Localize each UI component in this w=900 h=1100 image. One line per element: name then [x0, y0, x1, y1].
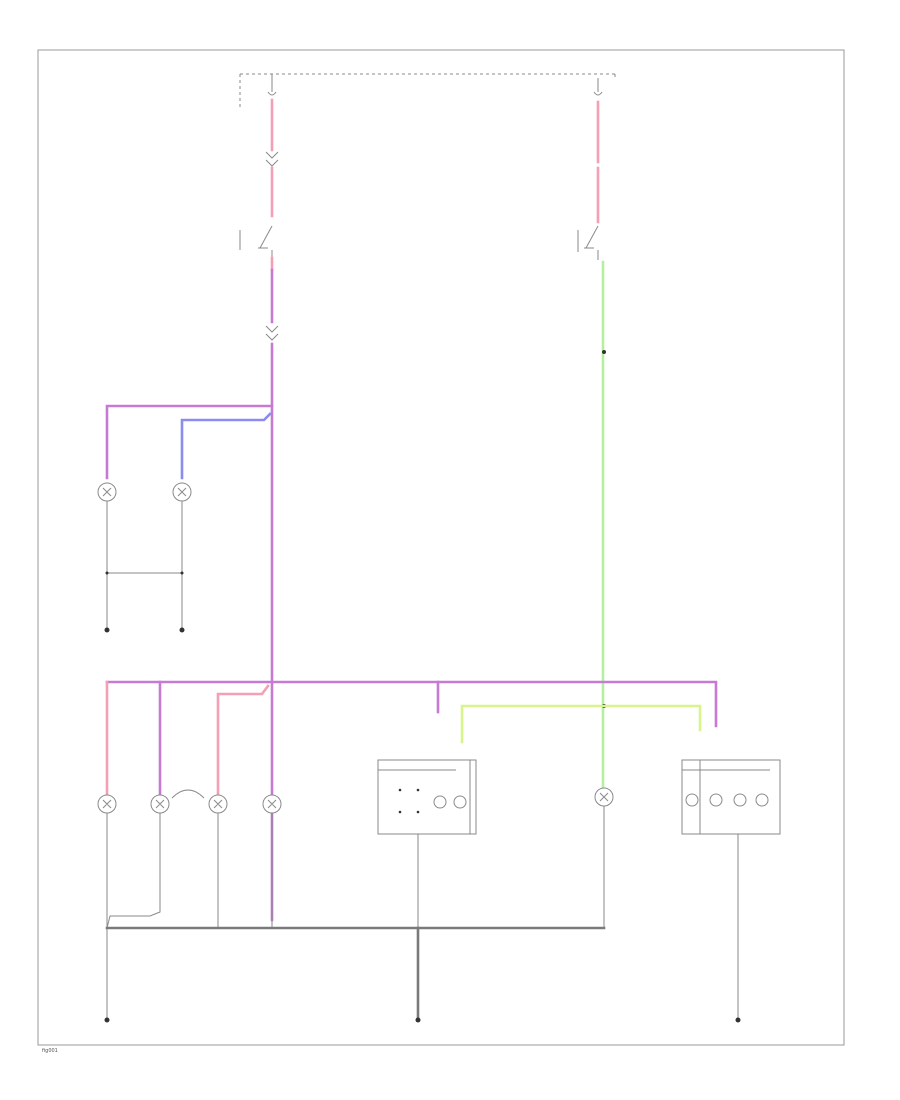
ground-g1: [104, 627, 110, 633]
ground-g2: [179, 627, 185, 633]
ground-g4: [415, 1017, 421, 1023]
diagram-frame: [37, 49, 845, 1046]
lower-lamp-group: [97, 680, 282, 1018]
connector-c1: [265, 151, 279, 167]
fuse-box-outline: [239, 73, 616, 110]
switch-right[interactable]: [577, 225, 599, 260]
left-combination-lamp: [377, 759, 477, 1018]
right-feed-circuit: [577, 78, 614, 928]
ground-g5: [735, 1017, 741, 1023]
ground-g3: [104, 1017, 110, 1023]
switch-left[interactable]: [239, 225, 273, 258]
upper-lamp-branch: [97, 404, 274, 633]
ground-bus: [104, 926, 741, 1023]
connector-c2: [265, 325, 279, 341]
main-bus: [105, 680, 718, 744]
bus-yellow-green: [460, 704, 702, 744]
bus-violet: [105, 680, 718, 728]
left-feed-circuit: [239, 74, 279, 922]
right-combination-lamp: [681, 759, 781, 1018]
diagram-code: fig001: [42, 1048, 58, 1054]
